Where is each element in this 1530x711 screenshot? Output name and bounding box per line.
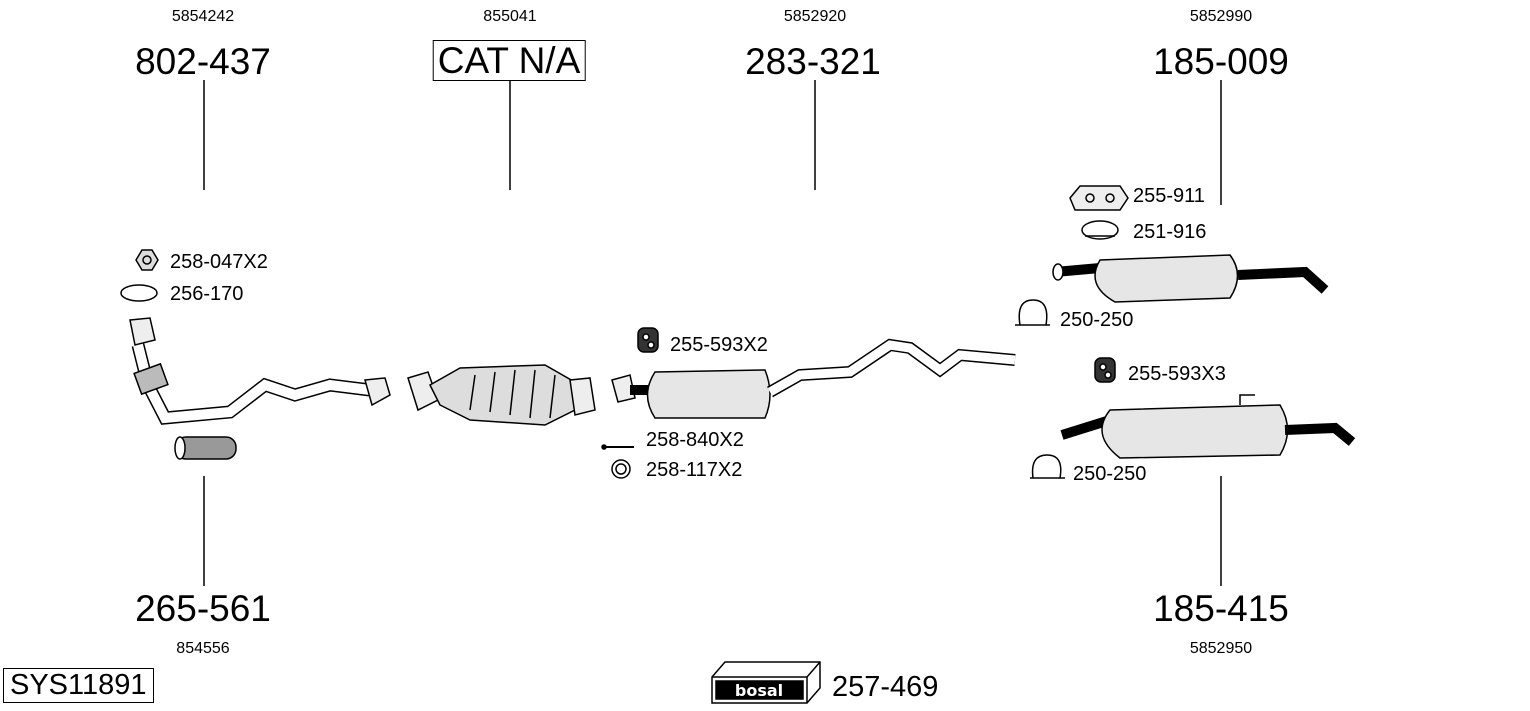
clamp-icon [1015, 299, 1050, 326]
part-number[interactable]: 185-415 [1153, 588, 1289, 629]
catalyst-part [407, 364, 596, 426]
middle-silencer-part [611, 338, 1016, 419]
accessory-label[interactable]: 256-170 [170, 283, 244, 305]
oem-number: 854556 [176, 640, 230, 657]
part-number[interactable]: 185-009 [1153, 41, 1289, 82]
rubber-mount-icon [1094, 357, 1116, 383]
rear-silencer-top-part [1052, 254, 1329, 303]
part-number[interactable]: 802-437 [135, 41, 271, 82]
accessory-label[interactable]: 255-911 [1133, 185, 1205, 207]
accessory-label[interactable]: 255-593X2 [670, 334, 768, 356]
svg-text:bosal: bosal [735, 681, 783, 700]
oem-number: 5852990 [1189, 8, 1253, 25]
nut-icon [135, 249, 159, 271]
rubber-mount-icon [637, 327, 659, 353]
clamp-icon [1030, 454, 1065, 479]
accessory-label[interactable]: 250-250 [1073, 463, 1147, 485]
kit-number[interactable]: 257-469 [832, 671, 939, 703]
bracket-icon [1069, 185, 1129, 211]
ring-icon [611, 459, 631, 479]
part-number[interactable]: CAT N/A [432, 40, 586, 81]
bosal-logo: bosal [711, 661, 821, 704]
leader-lines [203, 80, 1222, 586]
oem-number: 5852920 [783, 8, 847, 25]
rear-silencer-bottom-part [1060, 394, 1356, 459]
bolt-icon [601, 444, 634, 450]
oem-number: 5854242 [171, 8, 235, 25]
oem-number: 855041 [483, 8, 537, 25]
accessory-label[interactable]: 258-840X2 [646, 429, 744, 451]
part-number[interactable]: 265-561 [135, 588, 271, 629]
clamp-icon [1081, 220, 1119, 240]
accessory-label[interactable]: 250-250 [1060, 309, 1134, 331]
flex-pipe-part [174, 436, 237, 460]
accessory-label[interactable]: 258-047X2 [170, 251, 268, 273]
gasket-icon [120, 284, 158, 302]
accessory-label[interactable]: 251-916 [1133, 221, 1207, 243]
downpipe-part [129, 317, 391, 425]
system-id: SYS11891 [3, 668, 154, 703]
accessory-label[interactable]: 255-593X3 [1128, 363, 1226, 385]
accessory-label[interactable]: 258-117X2 [646, 459, 743, 481]
oem-number: 5852950 [1189, 640, 1253, 657]
part-number[interactable]: 283-321 [745, 41, 881, 82]
